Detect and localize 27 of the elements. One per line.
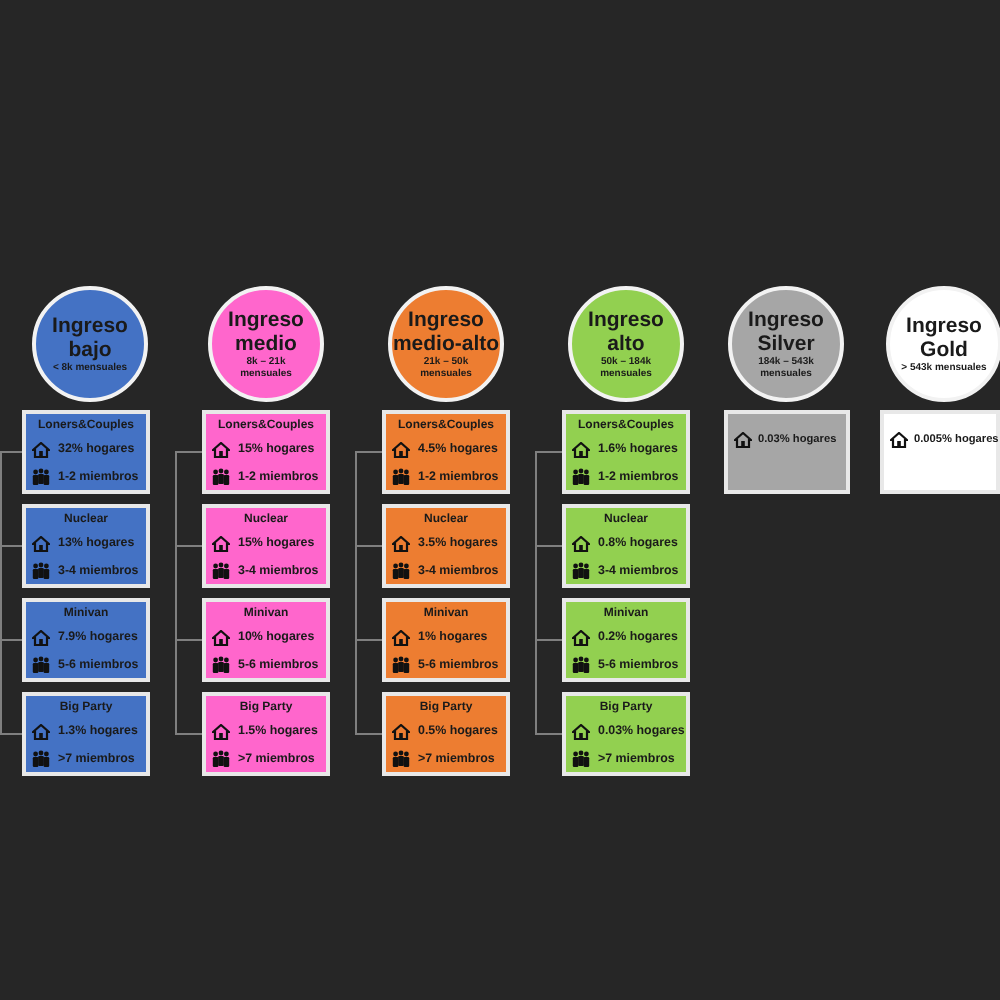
segment-card bbox=[382, 598, 510, 682]
income-title: Ingreso alto bbox=[586, 307, 666, 356]
income-title: Ingreso Silver bbox=[746, 307, 826, 356]
tree-connector bbox=[355, 451, 383, 735]
segment-card bbox=[22, 692, 150, 776]
income-title: Ingreso Gold bbox=[904, 313, 984, 362]
segment-card bbox=[562, 692, 690, 776]
segment-card bbox=[22, 410, 150, 494]
segment-card bbox=[202, 504, 330, 588]
segment-card bbox=[562, 410, 690, 494]
segment-card bbox=[382, 692, 510, 776]
income-title: Ingreso bajo bbox=[50, 313, 130, 362]
segment-card bbox=[562, 504, 690, 588]
segment-card bbox=[562, 598, 690, 682]
tree-connector bbox=[175, 451, 203, 735]
income-title: Ingreso medio bbox=[226, 307, 306, 356]
segment-card bbox=[724, 410, 850, 494]
segment-card bbox=[202, 410, 330, 494]
segment-card bbox=[22, 504, 150, 588]
tree-connector bbox=[535, 451, 563, 735]
segment-card bbox=[22, 598, 150, 682]
segment-card bbox=[382, 504, 510, 588]
segment-card bbox=[202, 598, 330, 682]
segment-card bbox=[382, 410, 510, 494]
income-title: Ingreso medio-alto bbox=[392, 307, 500, 356]
segment-card bbox=[880, 410, 1000, 494]
segment-card bbox=[202, 692, 330, 776]
